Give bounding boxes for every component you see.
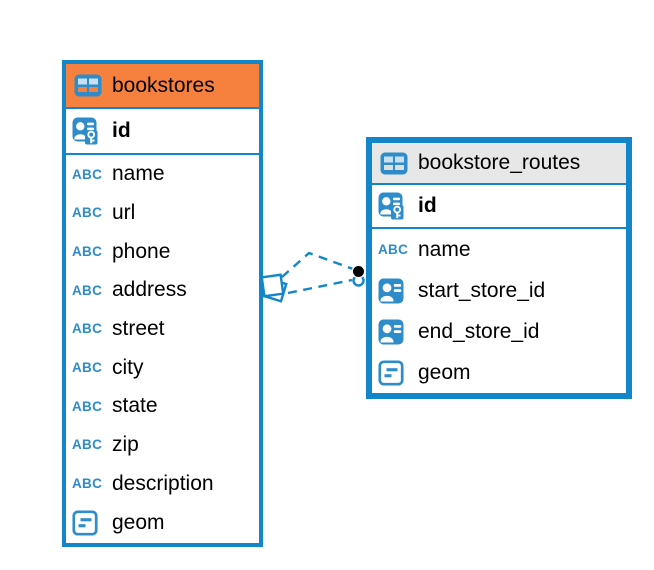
- primary-key-icon: [378, 192, 414, 220]
- text-icon: ABC: [72, 205, 103, 221]
- relationship-line[interactable]: [281, 251, 354, 278]
- column-label: id: [418, 194, 437, 217]
- text-icon: ABC: [72, 476, 103, 492]
- text-icon: ABC: [72, 437, 103, 453]
- column-row-city[interactable]: ABC city: [66, 348, 259, 387]
- text-icon: ABC: [72, 243, 103, 259]
- column-label: description: [112, 471, 214, 495]
- column-label: state: [112, 394, 158, 418]
- primary-key-icon: [72, 117, 108, 145]
- column-label: start_store_id: [418, 278, 546, 302]
- table-icon: [380, 152, 408, 174]
- column-label: phone: [112, 239, 171, 263]
- column-label: name: [418, 237, 471, 261]
- text-icon: ABC: [378, 241, 409, 257]
- table-title: bookstores: [112, 73, 215, 97]
- column-row-address[interactable]: ABC address: [66, 271, 259, 310]
- column-label: zip: [112, 433, 139, 457]
- relationship-connector[interactable]: [250, 238, 380, 316]
- column-row-geom[interactable]: geom: [372, 352, 626, 393]
- column-row-description[interactable]: ABC description: [66, 465, 259, 504]
- table-header[interactable]: bookstores: [66, 64, 259, 109]
- column-row-id[interactable]: id: [372, 185, 626, 229]
- column-row-geom[interactable]: geom: [66, 503, 259, 542]
- connector-cardinality-marker[interactable]: [260, 273, 288, 303]
- connector-endpoint-dot[interactable]: [351, 264, 366, 279]
- foreign-key-icon: [378, 278, 414, 304]
- column-label: end_store_id: [418, 319, 540, 343]
- table-header[interactable]: bookstore_routes: [372, 143, 626, 185]
- column-label: geom: [112, 510, 165, 534]
- column-label: street: [112, 317, 165, 341]
- text-icon: ABC: [72, 321, 103, 337]
- column-row-zip[interactable]: ABC zip: [66, 426, 259, 465]
- column-label: url: [112, 201, 136, 225]
- column-row-id[interactable]: id: [66, 109, 259, 155]
- column-row-name[interactable]: ABC name: [372, 229, 626, 270]
- foreign-key-icon: [378, 319, 414, 345]
- entity-table-bookstore-routes[interactable]: bookstore_routes id ABC name start_store_i…: [366, 137, 632, 399]
- column-label: id: [112, 119, 131, 142]
- column-label: geom: [418, 360, 471, 384]
- table-icon: [74, 74, 102, 97]
- column-row-state[interactable]: ABC state: [66, 387, 259, 426]
- column-row-start_store_id[interactable]: start_store_id: [372, 270, 626, 311]
- column-label: address: [112, 278, 187, 302]
- text-icon: ABC: [72, 282, 103, 298]
- text-icon: ABC: [72, 360, 103, 376]
- text-icon: ABC: [72, 398, 103, 414]
- column-row-url[interactable]: ABC url: [66, 194, 259, 233]
- table-title: bookstore_routes: [418, 151, 581, 174]
- column-label: name: [112, 162, 165, 186]
- geometry-icon: [378, 359, 414, 386]
- column-row-phone[interactable]: ABC phone: [66, 232, 259, 271]
- column-row-street[interactable]: ABC street: [66, 310, 259, 349]
- column-row-end_store_id[interactable]: end_store_id: [372, 311, 626, 352]
- column-label: city: [112, 355, 144, 379]
- text-icon: ABC: [72, 166, 103, 182]
- relationship-line[interactable]: [287, 278, 353, 295]
- geometry-icon: [72, 509, 108, 536]
- column-row-name[interactable]: ABC name: [66, 155, 259, 194]
